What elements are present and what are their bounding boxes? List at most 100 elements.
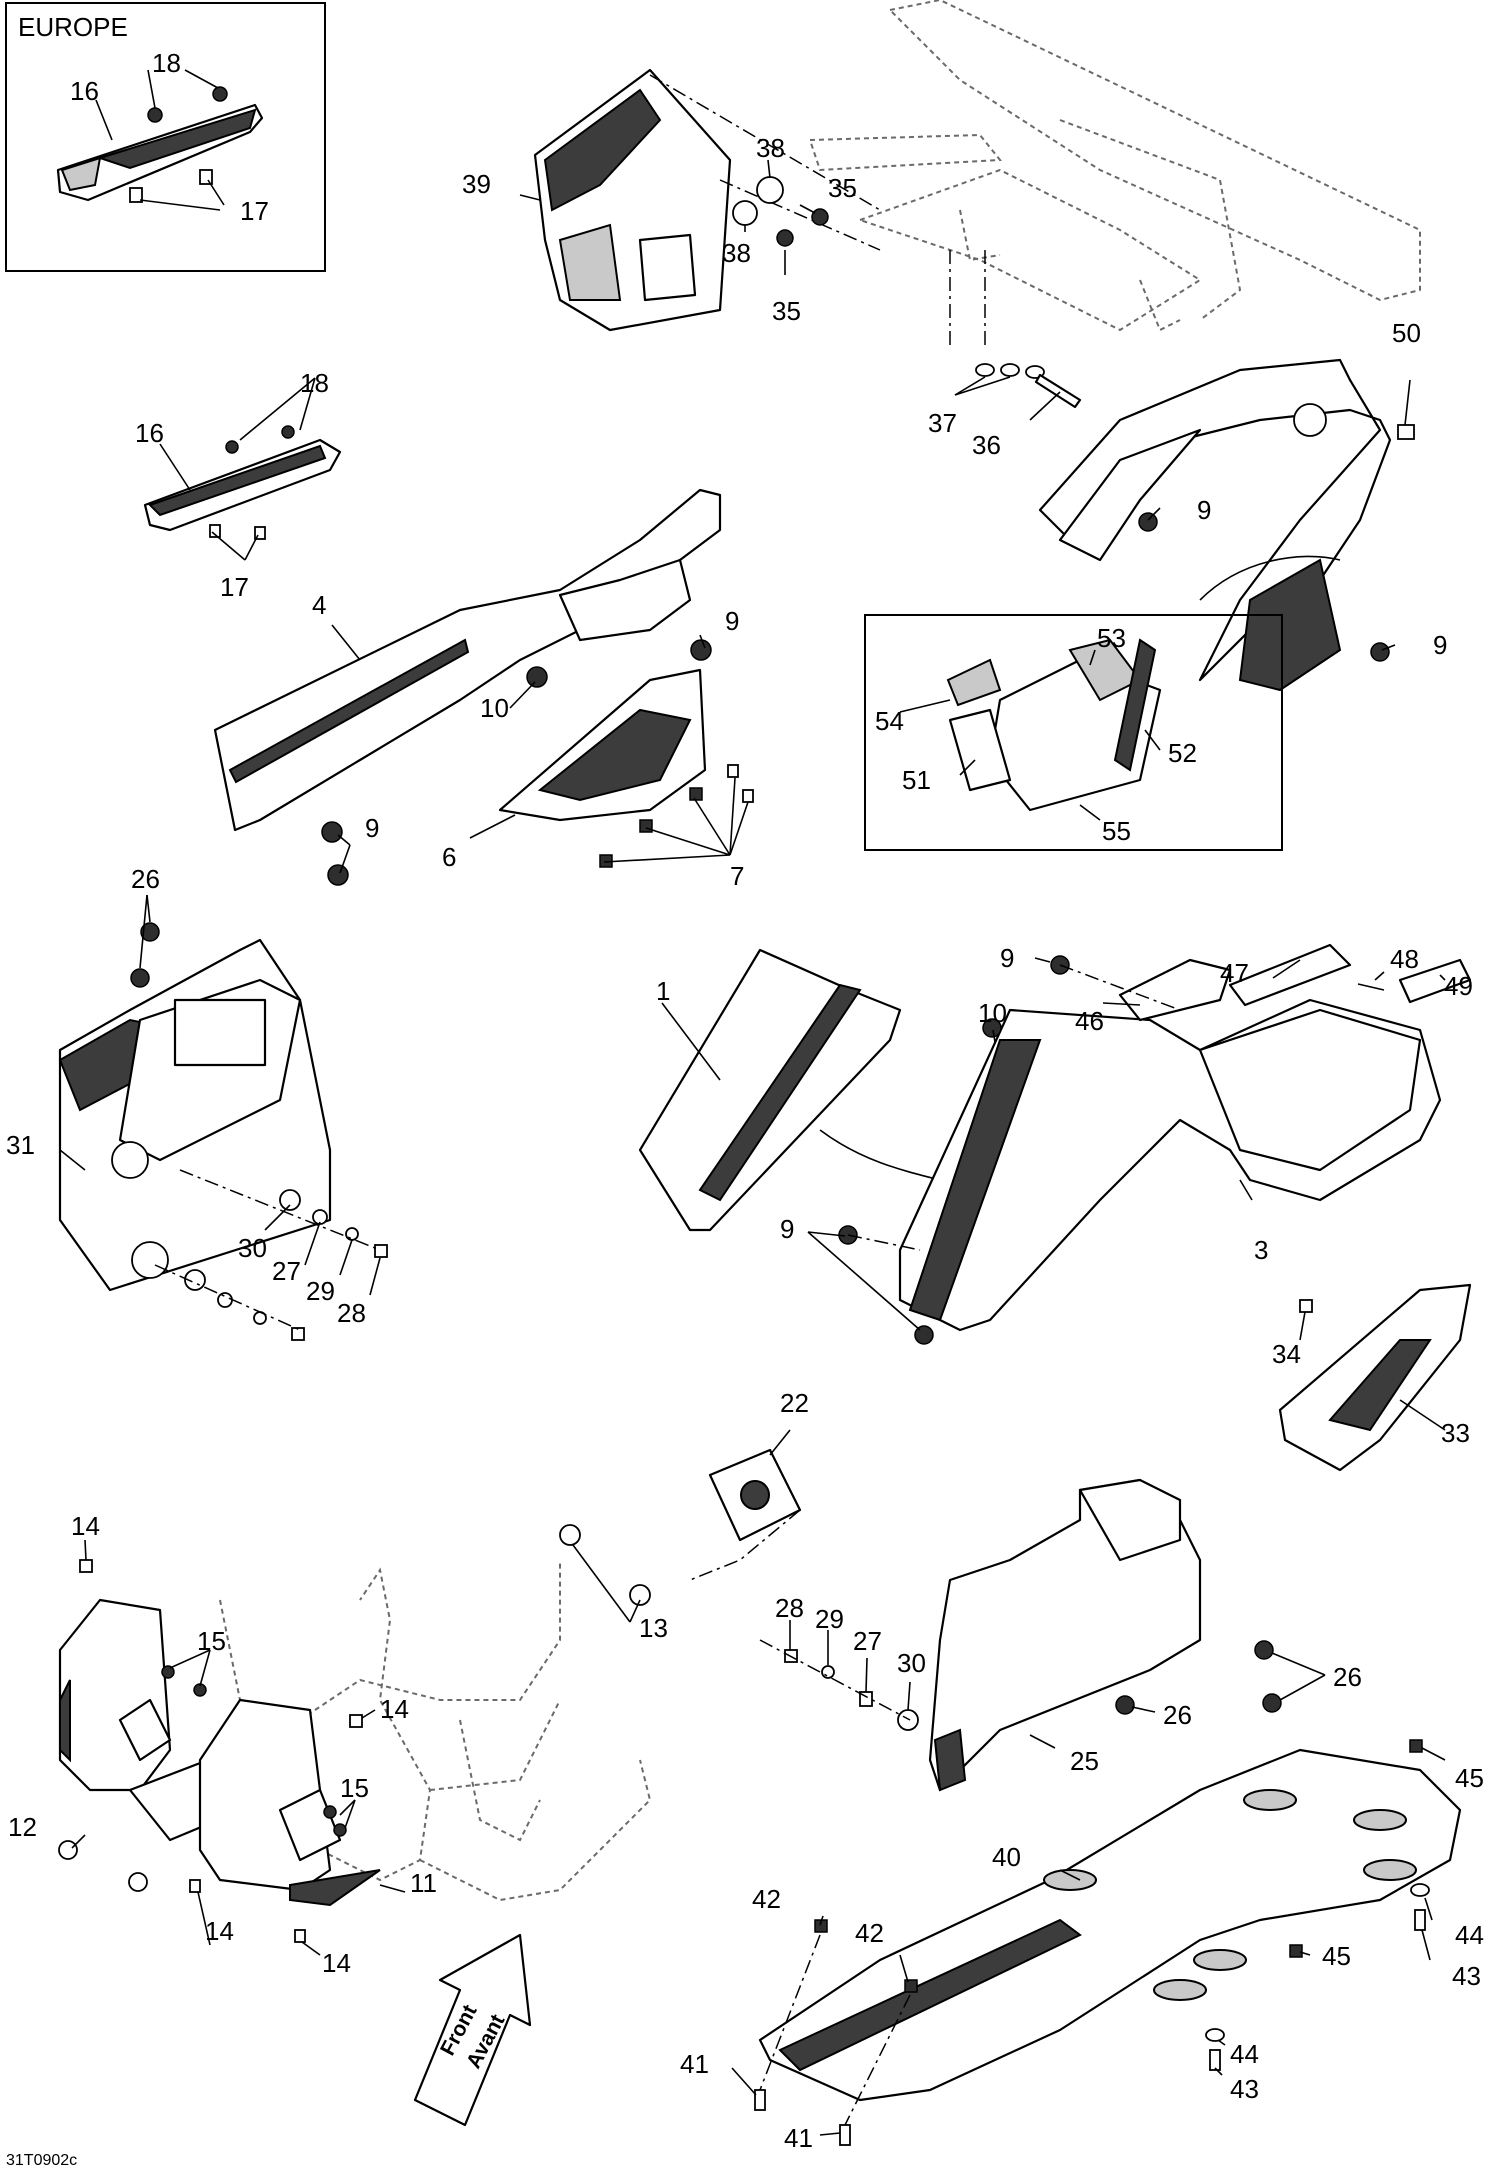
nut-13-upper bbox=[559, 1524, 581, 1546]
nut-35-upper bbox=[811, 208, 829, 226]
callout-29: 29 bbox=[306, 1276, 335, 1306]
callout-50: 50 bbox=[1392, 318, 1421, 348]
callout-30: 30 bbox=[238, 1233, 267, 1263]
part-16-europe-heat-shield bbox=[56, 103, 264, 202]
callout-9-fender-upper: 9 bbox=[1197, 495, 1211, 525]
callout-10: 10 bbox=[480, 693, 509, 723]
callout-39: 39 bbox=[462, 169, 491, 199]
part-16-heat-shield bbox=[143, 425, 342, 540]
callout-17-europe: 17 bbox=[240, 196, 269, 226]
front-direction-arrow: Front Avant bbox=[413, 1933, 532, 2127]
callout-10-panel: 10 bbox=[978, 998, 1007, 1028]
callout-25: 25 bbox=[1070, 1746, 1099, 1776]
callout-leaders bbox=[59, 159, 1446, 2136]
callout-28: 28 bbox=[337, 1298, 366, 1328]
callout-18-europe: 18 bbox=[152, 48, 181, 78]
callout-9-panel-top: 9 bbox=[1000, 943, 1014, 973]
hardware-27-28-29-30 bbox=[184, 1189, 388, 1341]
callout-33: 33 bbox=[1441, 1418, 1470, 1448]
callout-9-fender-lower: 9 bbox=[1433, 630, 1447, 660]
callout-6: 6 bbox=[442, 842, 456, 872]
detail-frame bbox=[864, 614, 1283, 851]
callout-52: 52 bbox=[1168, 738, 1197, 768]
part-31-inner-panel bbox=[58, 922, 332, 1292]
callout-15-upper: 15 bbox=[197, 1626, 226, 1656]
callout-4: 4 bbox=[312, 590, 326, 620]
part-47-strip bbox=[1228, 943, 1352, 1007]
callout-42-right: 42 bbox=[855, 1918, 884, 1948]
nut-35-lower bbox=[776, 229, 794, 247]
part-48-strip bbox=[1357, 983, 1385, 991]
callout-12: 12 bbox=[8, 1812, 37, 1842]
callout-22: 22 bbox=[780, 1388, 809, 1418]
callout-3: 3 bbox=[1254, 1235, 1268, 1265]
fastener-17-europe bbox=[129, 169, 213, 203]
part-49-strip bbox=[1398, 958, 1472, 1004]
callout-9-upper: 9 bbox=[725, 606, 739, 636]
washers-37-bolt-36 bbox=[975, 363, 1082, 409]
callout-1: 1 bbox=[656, 976, 670, 1006]
callout-42-left: 42 bbox=[752, 1884, 781, 1914]
callout-54: 54 bbox=[875, 706, 904, 736]
part-3-rear-panel bbox=[898, 998, 1442, 1332]
callout-28-lower: 28 bbox=[775, 1593, 804, 1623]
callout-15-lower: 15 bbox=[340, 1773, 369, 1803]
callout-18: 18 bbox=[300, 368, 329, 398]
callout-48: 48 bbox=[1390, 944, 1419, 974]
callout-27: 27 bbox=[272, 1256, 301, 1286]
callout-46: 46 bbox=[1075, 1006, 1104, 1036]
callout-26-mid: 26 bbox=[1163, 1700, 1192, 1730]
part-22-plate bbox=[708, 1448, 802, 1542]
callout-14-upper: 14 bbox=[71, 1511, 100, 1541]
callout-38-upper: 38 bbox=[756, 133, 785, 163]
callout-26-upper: 26 bbox=[131, 864, 160, 894]
callout-labels: 16 18 17 39 38 38 35 35 37 36 50 9 9 16 … bbox=[6, 48, 1484, 2153]
callout-36: 36 bbox=[972, 430, 1001, 460]
callout-34: 34 bbox=[1272, 1339, 1301, 1369]
callout-13: 13 bbox=[639, 1613, 668, 1643]
callout-41-left: 41 bbox=[680, 2049, 709, 2079]
part-50-rear-fender bbox=[1038, 358, 1415, 692]
grommet-9-upper bbox=[1138, 512, 1158, 532]
callout-49: 49 bbox=[1444, 971, 1473, 1001]
callout-27-lower: 27 bbox=[853, 1626, 882, 1656]
callout-40: 40 bbox=[992, 1842, 1021, 1872]
part-46-liner bbox=[1118, 958, 1232, 1022]
callout-45-lower: 45 bbox=[1322, 1941, 1351, 1971]
spacer-38-lower bbox=[732, 200, 758, 226]
callout-7: 7 bbox=[730, 861, 744, 891]
hardware-41-45 bbox=[754, 1739, 1430, 2146]
callout-37: 37 bbox=[928, 408, 957, 438]
part-1-panel bbox=[638, 948, 902, 1232]
callout-30-lower: 30 bbox=[897, 1648, 926, 1678]
grommet-10 bbox=[526, 666, 548, 688]
inset-frame bbox=[5, 2, 326, 272]
callout-43-upper: 43 bbox=[1452, 1961, 1481, 1991]
callout-44-upper: 44 bbox=[1455, 1920, 1484, 1950]
callout-51: 51 bbox=[902, 765, 931, 795]
europe-inset bbox=[5, 2, 326, 272]
inset-title-europe: EUROPE bbox=[18, 12, 128, 42]
callout-35-lower: 35 bbox=[772, 296, 801, 326]
part-4-side-panel bbox=[213, 488, 722, 886]
callout-55: 55 bbox=[1102, 816, 1131, 846]
callout-45-upper: 45 bbox=[1455, 1763, 1484, 1793]
part-40-footboard bbox=[758, 1748, 1462, 2102]
drawing-code: 31T0902c bbox=[6, 2152, 78, 2169]
callout-53: 53 bbox=[1097, 623, 1126, 653]
vehicle-frame-top bbox=[808, 0, 1421, 332]
callout-47: 47 bbox=[1220, 958, 1249, 988]
spacer-38-upper bbox=[756, 176, 784, 204]
part-33-handle bbox=[1278, 1283, 1472, 1472]
callout-43-lower: 43 bbox=[1230, 2074, 1259, 2104]
callout-41-right: 41 bbox=[784, 2123, 813, 2153]
callout-26-right: 26 bbox=[1333, 1662, 1362, 1692]
part-39-panel bbox=[533, 68, 732, 332]
callout-31: 31 bbox=[6, 1130, 35, 1160]
grommet-9-lower-left bbox=[321, 821, 343, 843]
part-6-tray bbox=[498, 668, 707, 822]
fastener-18-europe bbox=[147, 86, 228, 123]
callout-16: 16 bbox=[135, 418, 164, 448]
callout-29-lower: 29 bbox=[815, 1604, 844, 1634]
